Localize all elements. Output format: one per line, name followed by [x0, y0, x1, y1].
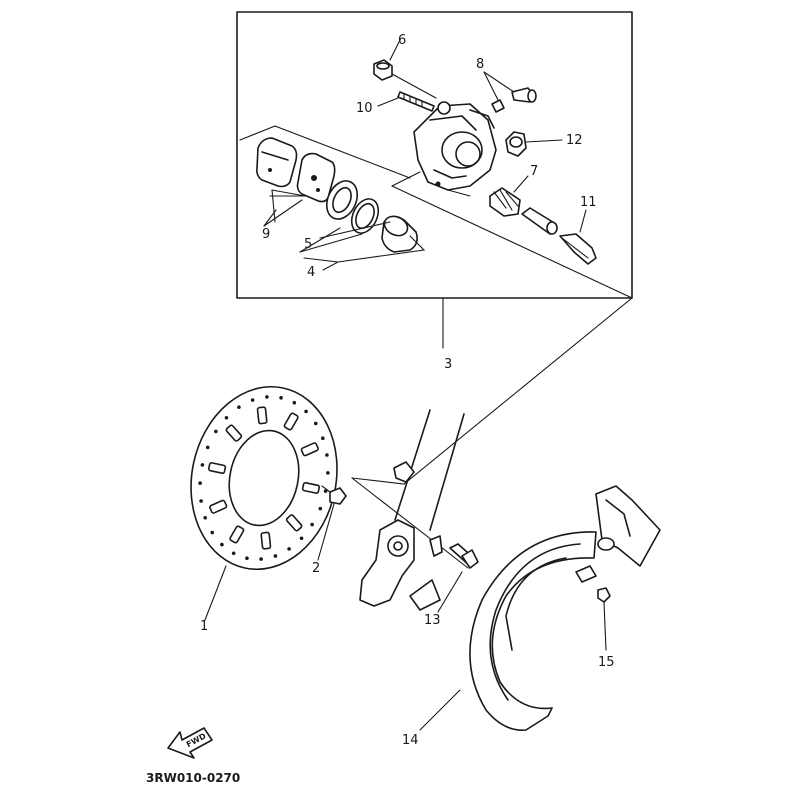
disc-hole [200, 463, 205, 467]
disc-hole [250, 398, 255, 402]
brake-disc [190, 385, 338, 571]
part-label-10: 10 [356, 101, 373, 116]
disc-hole [287, 547, 291, 551]
disc-hole [214, 429, 218, 434]
disc-hole [292, 400, 297, 405]
disc-hole [237, 405, 241, 409]
slide-pin-set [489, 175, 597, 265]
caliper-bolt [377, 91, 435, 112]
part-label-13: 13 [424, 613, 441, 628]
disc-hole [205, 445, 210, 450]
part-label-6: 6 [398, 33, 406, 48]
disc-hole [310, 522, 314, 527]
caliper-assembly-box [236, 11, 633, 299]
disc-slot [285, 514, 303, 532]
disc-hole [299, 536, 304, 541]
disc-slot [229, 525, 245, 544]
disc-slot [283, 412, 299, 431]
caliper-boot [505, 131, 563, 157]
disc-slot [301, 481, 321, 494]
disc-hole [323, 489, 328, 493]
disc-hole [231, 551, 236, 556]
part-label-11: 11 [580, 195, 597, 210]
disc-hole [318, 506, 323, 511]
front-fork-leg [351, 297, 633, 611]
guard-bolt [437, 543, 479, 613]
part-label-9: 9 [262, 227, 270, 242]
guard-screw [597, 587, 611, 651]
part-label-8: 8 [476, 57, 484, 72]
disc-hole [265, 395, 269, 399]
disc-slot [225, 424, 243, 442]
disc-hole [199, 499, 203, 503]
disc-hole [326, 471, 330, 475]
disc-hole [203, 515, 207, 520]
disc-hole [304, 409, 308, 414]
part-label-4: 4 [307, 265, 315, 280]
disc-hole [210, 530, 215, 535]
disc-slot [300, 442, 319, 457]
disc-hole [259, 557, 263, 561]
disc-hole [321, 436, 325, 441]
part-label-3: 3 [444, 357, 452, 372]
disc-guard [469, 485, 661, 731]
disc-slot [209, 499, 228, 514]
piston-seal-group [303, 180, 426, 271]
part-label-14: 14 [402, 733, 419, 748]
disc-slot [260, 531, 272, 550]
diagram-code: 3RW010-0270 [146, 771, 240, 785]
guard-leader [419, 689, 461, 731]
disc-hole [313, 421, 318, 426]
disc-hole [279, 395, 283, 400]
disc-hole [224, 415, 229, 420]
caliper-body [391, 101, 633, 299]
disc-slot [256, 406, 268, 425]
disc-hole [325, 453, 329, 457]
disc-slot [207, 462, 227, 475]
part-label-15: 15 [598, 655, 615, 670]
disc-hole [220, 542, 224, 547]
part-label-1: 1 [200, 619, 208, 634]
disc-hole [245, 556, 249, 561]
disc-leader [204, 565, 227, 621]
part-label-7: 7 [530, 164, 538, 179]
disc-bolt [317, 485, 347, 561]
disc-hole [273, 554, 278, 558]
brake-pad-group [239, 125, 411, 223]
part-label-12: 12 [566, 133, 583, 148]
forward-arrow-icon: FWD [167, 727, 213, 759]
part-label-5: 5 [304, 237, 312, 252]
bleed-screw [483, 71, 537, 113]
disc-hole [198, 481, 202, 485]
caliper-nut [373, 41, 437, 99]
part-label-2: 2 [312, 561, 320, 576]
